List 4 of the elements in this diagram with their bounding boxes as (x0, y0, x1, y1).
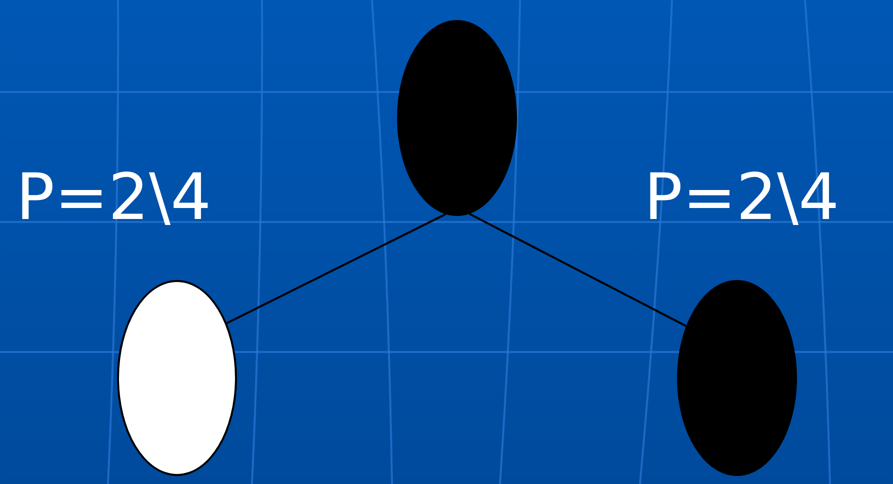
probability-label: P=2\4 (16, 166, 212, 230)
probability-label: P=2\4 (644, 166, 840, 230)
connector-line (226, 213, 446, 324)
connector-line (469, 212, 687, 327)
